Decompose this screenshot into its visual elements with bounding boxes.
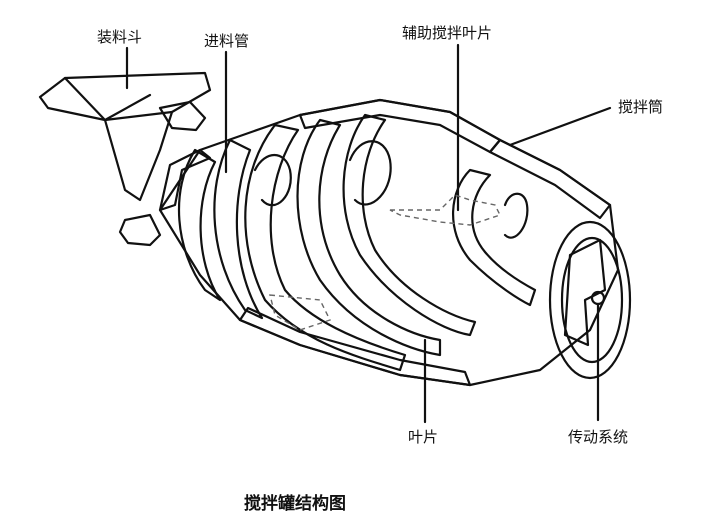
hopper-drawing: [38, 71, 212, 202]
end-ring-outer: [548, 220, 632, 380]
hidden-aux-blade: [389, 194, 501, 226]
drive-bracket: [563, 238, 607, 347]
label-feed-pipe: 进料管: [204, 32, 250, 50]
caption: 搅拌罐结构图: [244, 494, 346, 514]
blade-4: [296, 118, 442, 357]
blade-6: [451, 168, 537, 307]
leader-drum: [508, 106, 612, 147]
outlet-stub: [118, 213, 162, 247]
blade-3: [244, 123, 407, 372]
label-hopper: 装料斗: [97, 28, 143, 46]
blade-2: [213, 138, 264, 320]
end-ring-inner: [560, 236, 624, 364]
blade-loop-3: [503, 192, 529, 239]
hopper-inner: [63, 76, 174, 122]
label-drum: 搅拌筒: [618, 98, 664, 116]
label-drive: 传动系统: [568, 428, 629, 446]
hidden-lower-blade: [269, 294, 331, 331]
drum-band-bottom: [238, 306, 472, 387]
blade-loop-1: [253, 153, 292, 207]
label-aux-blade: 辅助搅拌叶片: [402, 24, 493, 42]
drum-cone-right: [488, 138, 612, 220]
feed-pipe-drawing: [158, 100, 207, 132]
blade-loop-2: [348, 140, 392, 206]
blade-1: [177, 148, 222, 302]
label-blade: 叶片: [408, 428, 439, 446]
